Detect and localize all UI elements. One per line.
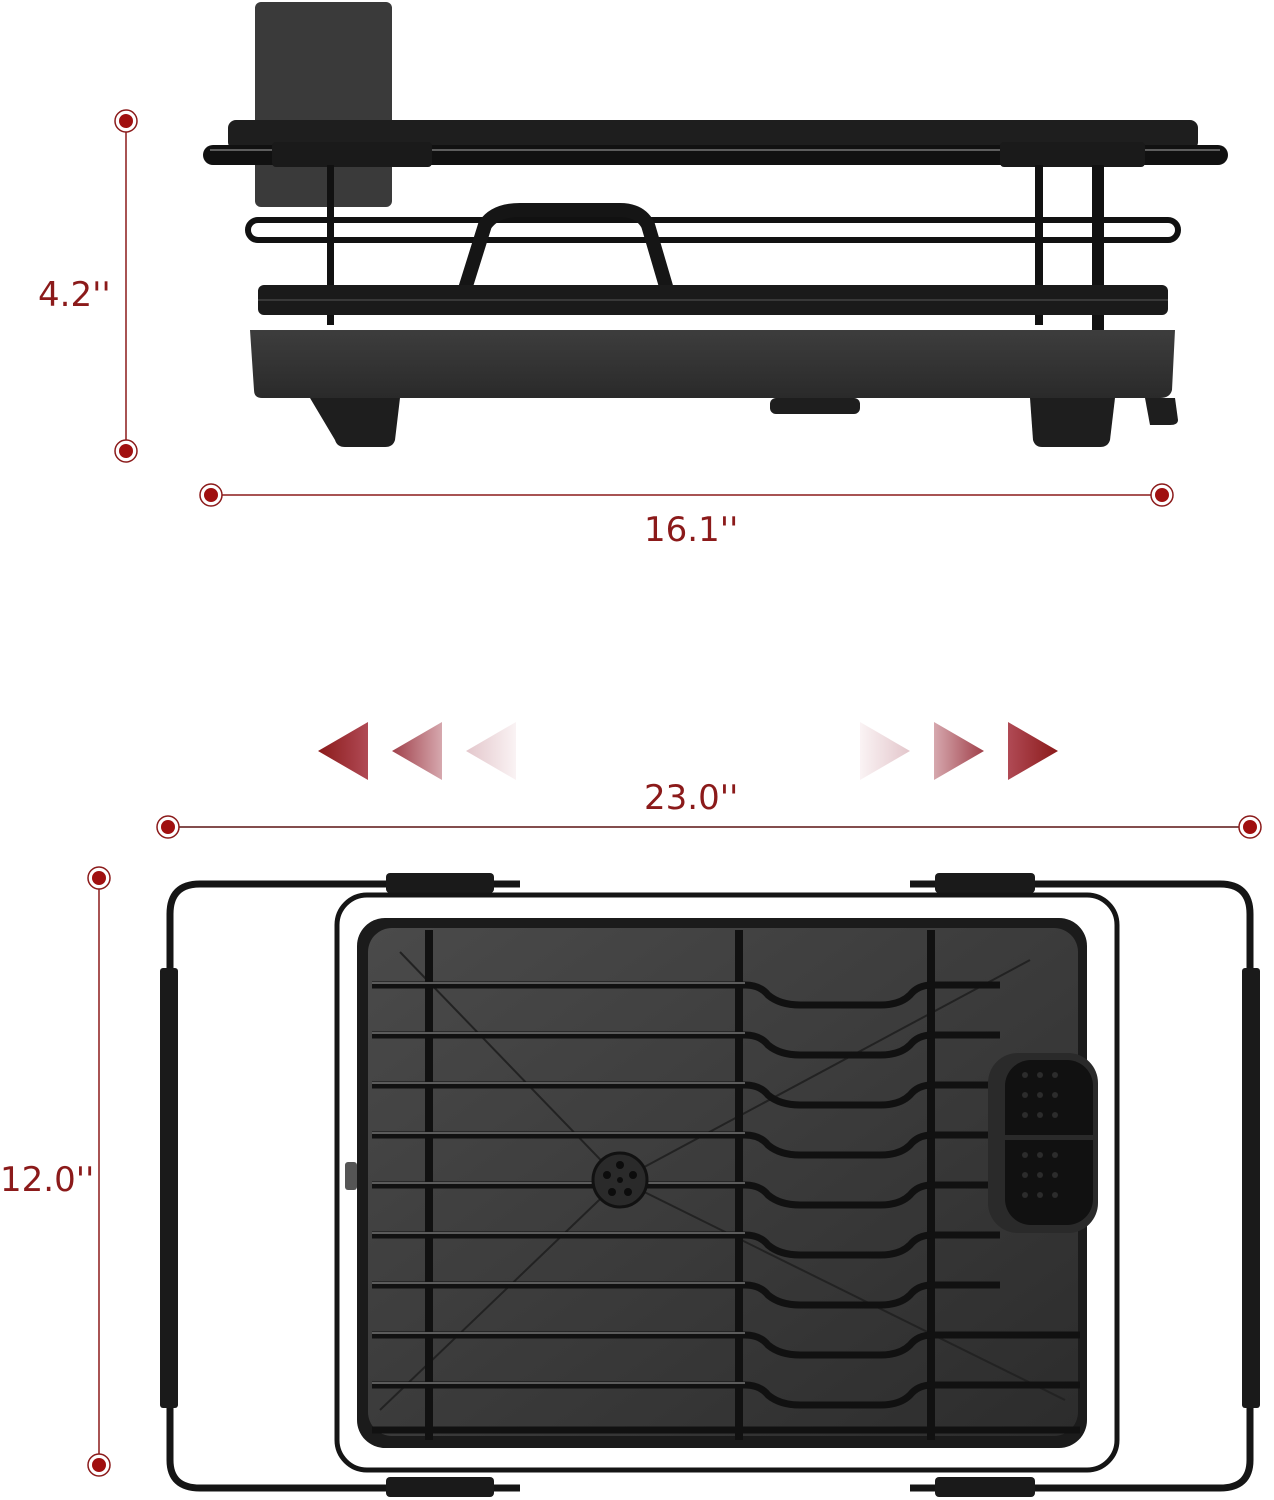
width-dimension	[199, 483, 1174, 507]
utensil-cup	[255, 2, 392, 207]
triangle-right-icon	[860, 722, 1058, 780]
side-view-rack	[203, 2, 1228, 447]
width-label: 16.1''	[644, 510, 739, 550]
extended-width-label: 23.0''	[644, 778, 739, 818]
height-dimension	[114, 109, 138, 463]
depth-label: 12.0''	[0, 1160, 95, 1200]
utensil-cup-top	[988, 1053, 1098, 1233]
top-shelf	[228, 120, 1198, 150]
height-label: 4.2''	[38, 275, 111, 315]
triangle-left-icon	[318, 722, 516, 780]
depth-dimension	[87, 866, 111, 1477]
extended-width-dimension	[156, 815, 1262, 839]
drain-hole-icon	[591, 1151, 649, 1209]
top-view-rack	[160, 873, 1260, 1497]
drain-tray	[250, 330, 1175, 398]
